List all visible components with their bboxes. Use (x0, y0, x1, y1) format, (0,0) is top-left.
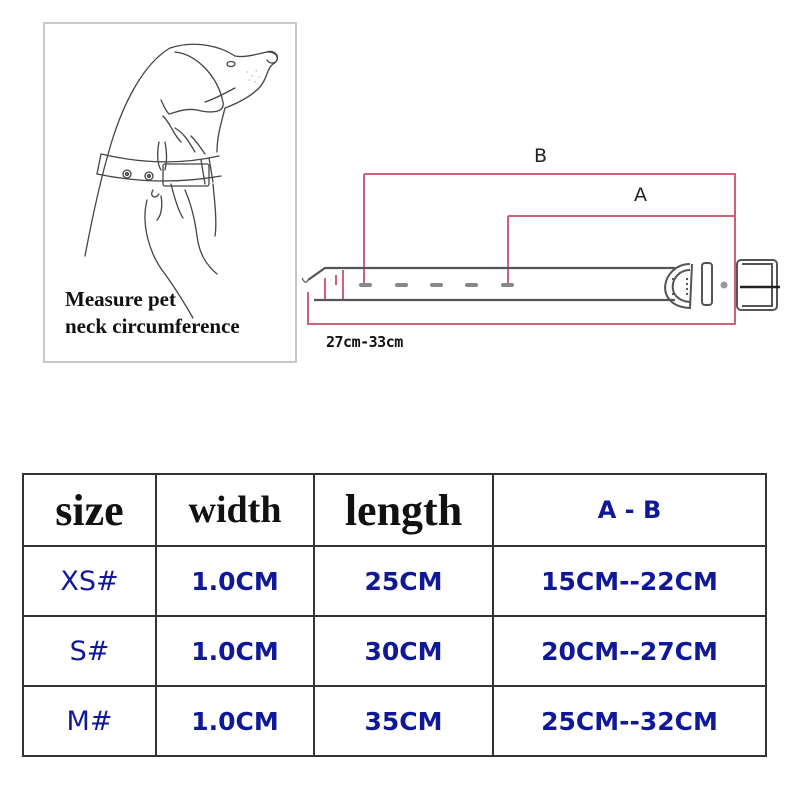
d-ring (664, 263, 693, 310)
cell-size: S# (22, 615, 157, 687)
collar-measurement-diagram (301, 173, 780, 325)
header-length: length (313, 473, 494, 547)
header-a-b: A - B (492, 473, 767, 547)
caption-line-2: neck circumference (65, 314, 240, 338)
cell-a-b: 25CM--32CM (492, 685, 767, 757)
caption-line-1: Measure pet (65, 287, 176, 311)
rivet (720, 281, 728, 289)
dimension-label-a: A (634, 184, 647, 206)
header-width: width (155, 473, 315, 547)
dimension-label-b: B (534, 145, 548, 167)
cell-width: 1.0CM (155, 685, 315, 757)
keeper-loop (701, 262, 713, 306)
cell-size: M# (22, 685, 157, 757)
cell-width: 1.0CM (155, 545, 315, 617)
buckle (736, 259, 780, 311)
cell-width: 1.0CM (155, 615, 315, 687)
neck-range-label: 27cm-33cm (326, 333, 403, 351)
cell-a-b: 15CM--22CM (492, 545, 767, 617)
dog-illustration-panel: Measure pet neck circumference (43, 22, 297, 363)
table-row: S# 1.0CM 30CM 20CM--27CM (22, 615, 767, 687)
dog-neck-measure-illustration (84, 43, 279, 319)
header-size: size (22, 473, 157, 547)
collar-strap (301, 266, 675, 302)
cell-a-b: 20CM--27CM (492, 615, 767, 687)
cell-length: 30CM (313, 615, 494, 687)
size-chart-table: size width length A - B XS# 1.0CM 25CM 1… (22, 473, 767, 757)
cell-size: XS# (22, 545, 157, 617)
table-row: XS# 1.0CM 25CM 15CM--22CM (22, 545, 767, 617)
table-row: M# 1.0CM 35CM 25CM--32CM (22, 685, 767, 757)
cell-length: 35CM (313, 685, 494, 757)
cell-length: 25CM (313, 545, 494, 617)
dimension-lines (307, 173, 736, 325)
measure-caption: Measure pet neck circumference (65, 286, 240, 340)
table-header-row: size width length A - B (22, 473, 767, 547)
